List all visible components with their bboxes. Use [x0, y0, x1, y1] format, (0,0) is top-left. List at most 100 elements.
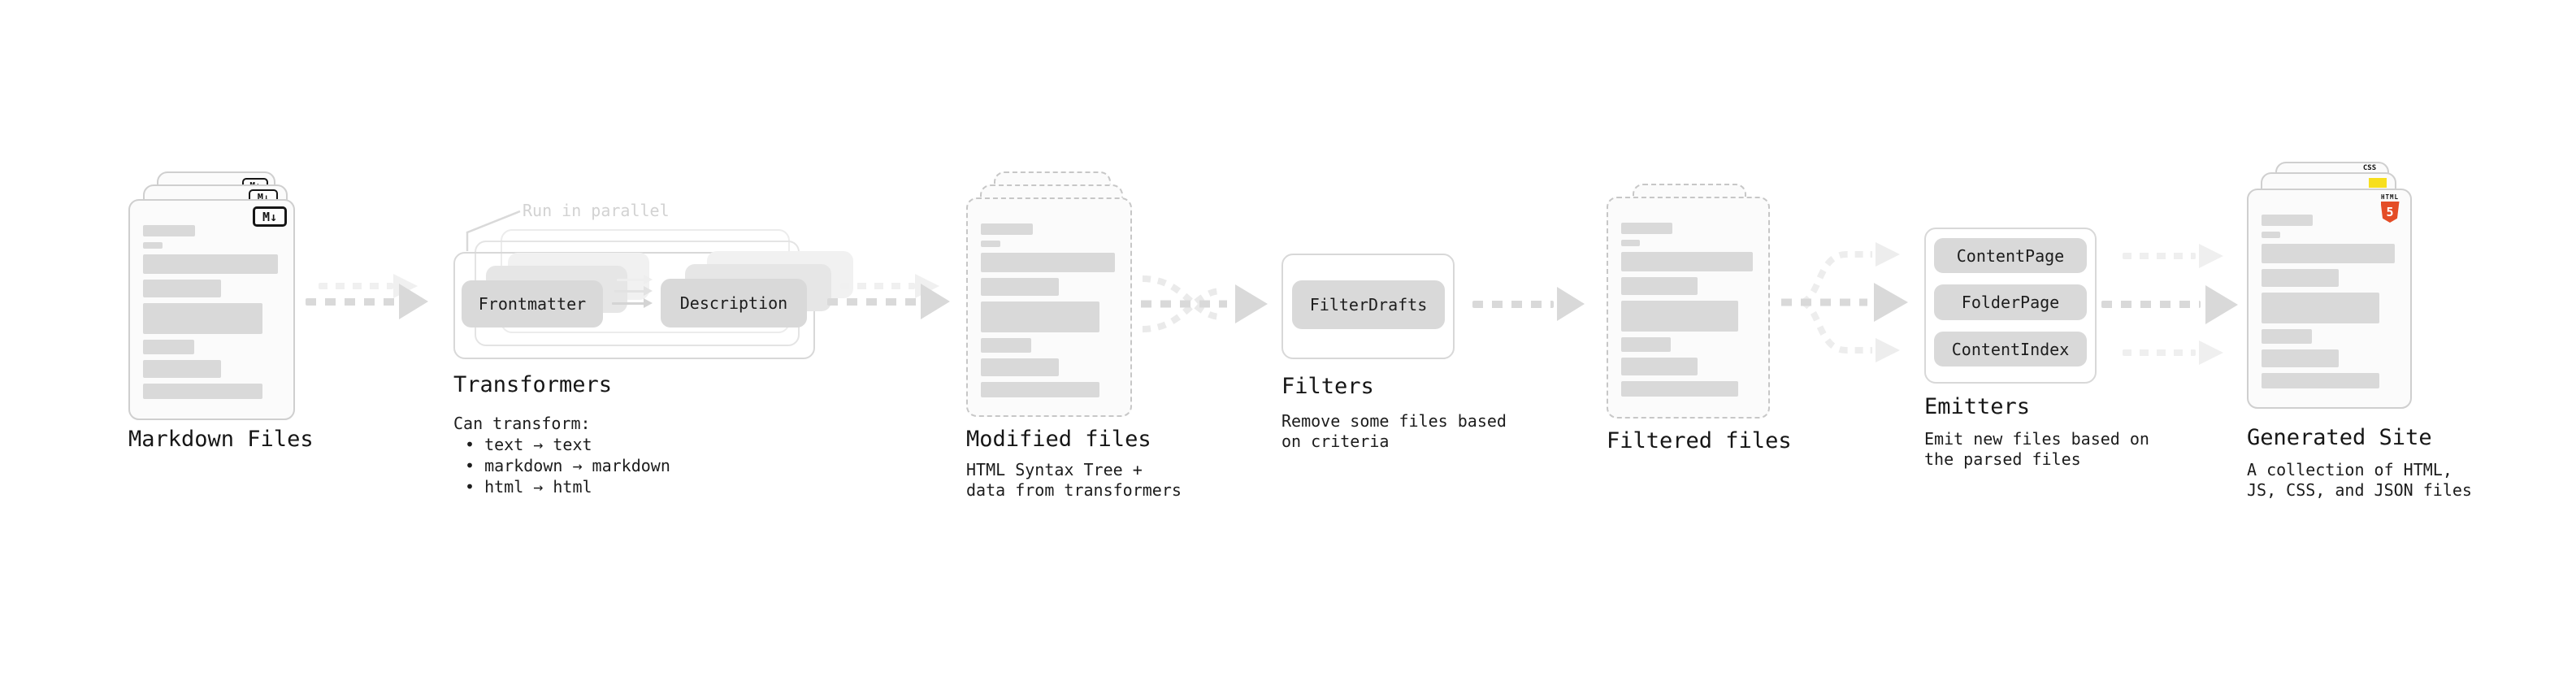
skeleton-line [143, 225, 196, 236]
run-in-parallel-note: Run in parallel [523, 201, 670, 220]
description-line: • text → text [465, 435, 592, 454]
arrow-dash-ghost [319, 283, 393, 289]
skeleton-line [143, 254, 278, 274]
description-line: • markdown → markdown [465, 456, 670, 475]
filtered-files-stage [1605, 167, 1816, 459]
filter-chip-filterdrafts: FilterDrafts [1292, 280, 1445, 329]
skeleton-line [2262, 215, 2314, 226]
file-card-front [966, 197, 1132, 417]
stage-title-generated-site: Generated Site [2247, 425, 2432, 450]
skeleton-line [1621, 252, 1753, 271]
emitters-description: Emit new files based on the parsed files [1924, 429, 2149, 470]
skeleton-line [143, 303, 263, 334]
skeleton-line [1621, 240, 1641, 246]
markdown-icon: M↓ [253, 206, 287, 227]
html5-shield: 5 [2380, 202, 2400, 223]
html5-icon: HTML 5 [2380, 193, 2400, 223]
skeleton-line [981, 278, 1059, 296]
stage-title-transformers: Transformers [453, 372, 613, 397]
stage-title-filters: Filters [1281, 374, 1374, 399]
skeleton-line [2262, 293, 2380, 323]
arrow-head [921, 284, 950, 319]
description-line: HTML Syntax Tree + [966, 460, 1143, 479]
description-line: JS, CSS, and JSON files [2247, 480, 2472, 500]
markdown-icon-label: M↓ [262, 209, 278, 224]
skeleton-line [1621, 358, 1698, 375]
js-icon [2369, 178, 2387, 188]
arrow-emitters-to-generated-middle [2101, 285, 2244, 326]
css-icon-label: CSS [2362, 164, 2377, 172]
skeleton-line [1621, 337, 1672, 352]
skeleton-line [143, 340, 194, 354]
stage-title-emitters: Emitters [1924, 394, 2031, 419]
arrow-head [2205, 285, 2238, 324]
skeleton-line [981, 382, 1100, 397]
skeleton-line [2262, 373, 2380, 388]
skeleton-line [2262, 349, 2340, 367]
skeleton-line [981, 223, 1033, 235]
description-line: • html → html [465, 477, 592, 497]
emitter-chip-contentpage: ContentPage [1934, 238, 2087, 273]
modified-files-stage [963, 167, 1174, 459]
filters-description: Remove some files based on criteria [1281, 411, 1507, 452]
skeleton-line [1621, 381, 1738, 397]
chip-link-arrow [614, 286, 653, 296]
arrow-filtered-to-emitters [1781, 242, 1908, 362]
arrow-markdown-to-transformers [302, 265, 440, 342]
description-line: Emit new files based on [1924, 429, 2149, 449]
stage-title-filtered-files: Filtered files [1607, 428, 1792, 453]
file-card-front: M↓ [128, 199, 295, 420]
document-skeleton [1621, 223, 1755, 409]
skeleton-line [1621, 223, 1672, 234]
modified-files-description: HTML Syntax Tree + data from transformer… [966, 460, 1182, 501]
skeleton-line [981, 241, 1000, 247]
skeleton-line [1621, 301, 1738, 332]
description-line: the parsed files [1924, 449, 2081, 469]
skeleton-line [143, 280, 222, 297]
arrow-emitters-to-generated-top [2123, 242, 2236, 270]
description-line: A collection of HTML, [2247, 460, 2452, 479]
document-skeleton [2262, 215, 2397, 399]
description-line: data from transformers [966, 480, 1182, 500]
arrow-emitters-to-generated-bottom [2123, 339, 2236, 367]
skeleton-line [981, 338, 1032, 353]
chip-link-arrow [612, 298, 653, 308]
transformers-stage: Run in parallel Frontmatter Description [451, 199, 853, 362]
generated-site-description: A collection of HTML, JS, CSS, and JSON … [2247, 460, 2472, 501]
html5-number: 5 [2386, 205, 2394, 219]
description-line: Remove some files based [1281, 411, 1507, 431]
emitters-stage: ContentPage FolderPage ContentIndex [1924, 226, 2103, 388]
transformer-chip-frontmatter: Frontmatter [462, 280, 603, 327]
file-card-front [1607, 197, 1770, 419]
emitter-chip-folderpage: FolderPage [1934, 284, 2087, 320]
skeleton-line [2262, 232, 2281, 238]
stage-title-markdown-files: Markdown Files [128, 427, 314, 452]
arrow-modified-to-filters [1141, 275, 1268, 332]
arrow-dash [827, 298, 918, 306]
html5-icon-label: HTML [2380, 193, 2400, 201]
skeleton-line [2262, 329, 2312, 344]
arrow-dash [1472, 301, 1554, 308]
generated-site-stage: CSS HTML 5 [2244, 158, 2456, 451]
document-skeleton [981, 223, 1117, 407]
transformer-chip-description: Description [661, 279, 807, 327]
skeleton-line [2262, 269, 2340, 287]
skeleton-line [981, 253, 1115, 272]
filters-stage: FilterDrafts [1281, 254, 1460, 367]
skeleton-line [143, 242, 163, 249]
skeleton-line [143, 360, 222, 378]
arrow-filters-to-filtered [1469, 284, 1599, 325]
file-card-front-html: HTML 5 [2247, 189, 2412, 409]
skeleton-line [1621, 277, 1698, 295]
stage-title-modified-files: Modified files [966, 427, 1151, 452]
skeleton-line [981, 358, 1059, 376]
transformers-description: Can transform: • text → text • markdown … [453, 413, 670, 497]
markdown-files-stage: M↓ M↓ M↓ [126, 167, 337, 459]
document-skeleton [143, 225, 280, 410]
arrow-head-light [2199, 340, 2223, 365]
note-leader-line [466, 210, 521, 251]
skeleton-line [2262, 244, 2395, 263]
emitter-chip-contentindex: ContentIndex [1934, 332, 2087, 367]
description-line: on criteria [1281, 432, 1390, 451]
